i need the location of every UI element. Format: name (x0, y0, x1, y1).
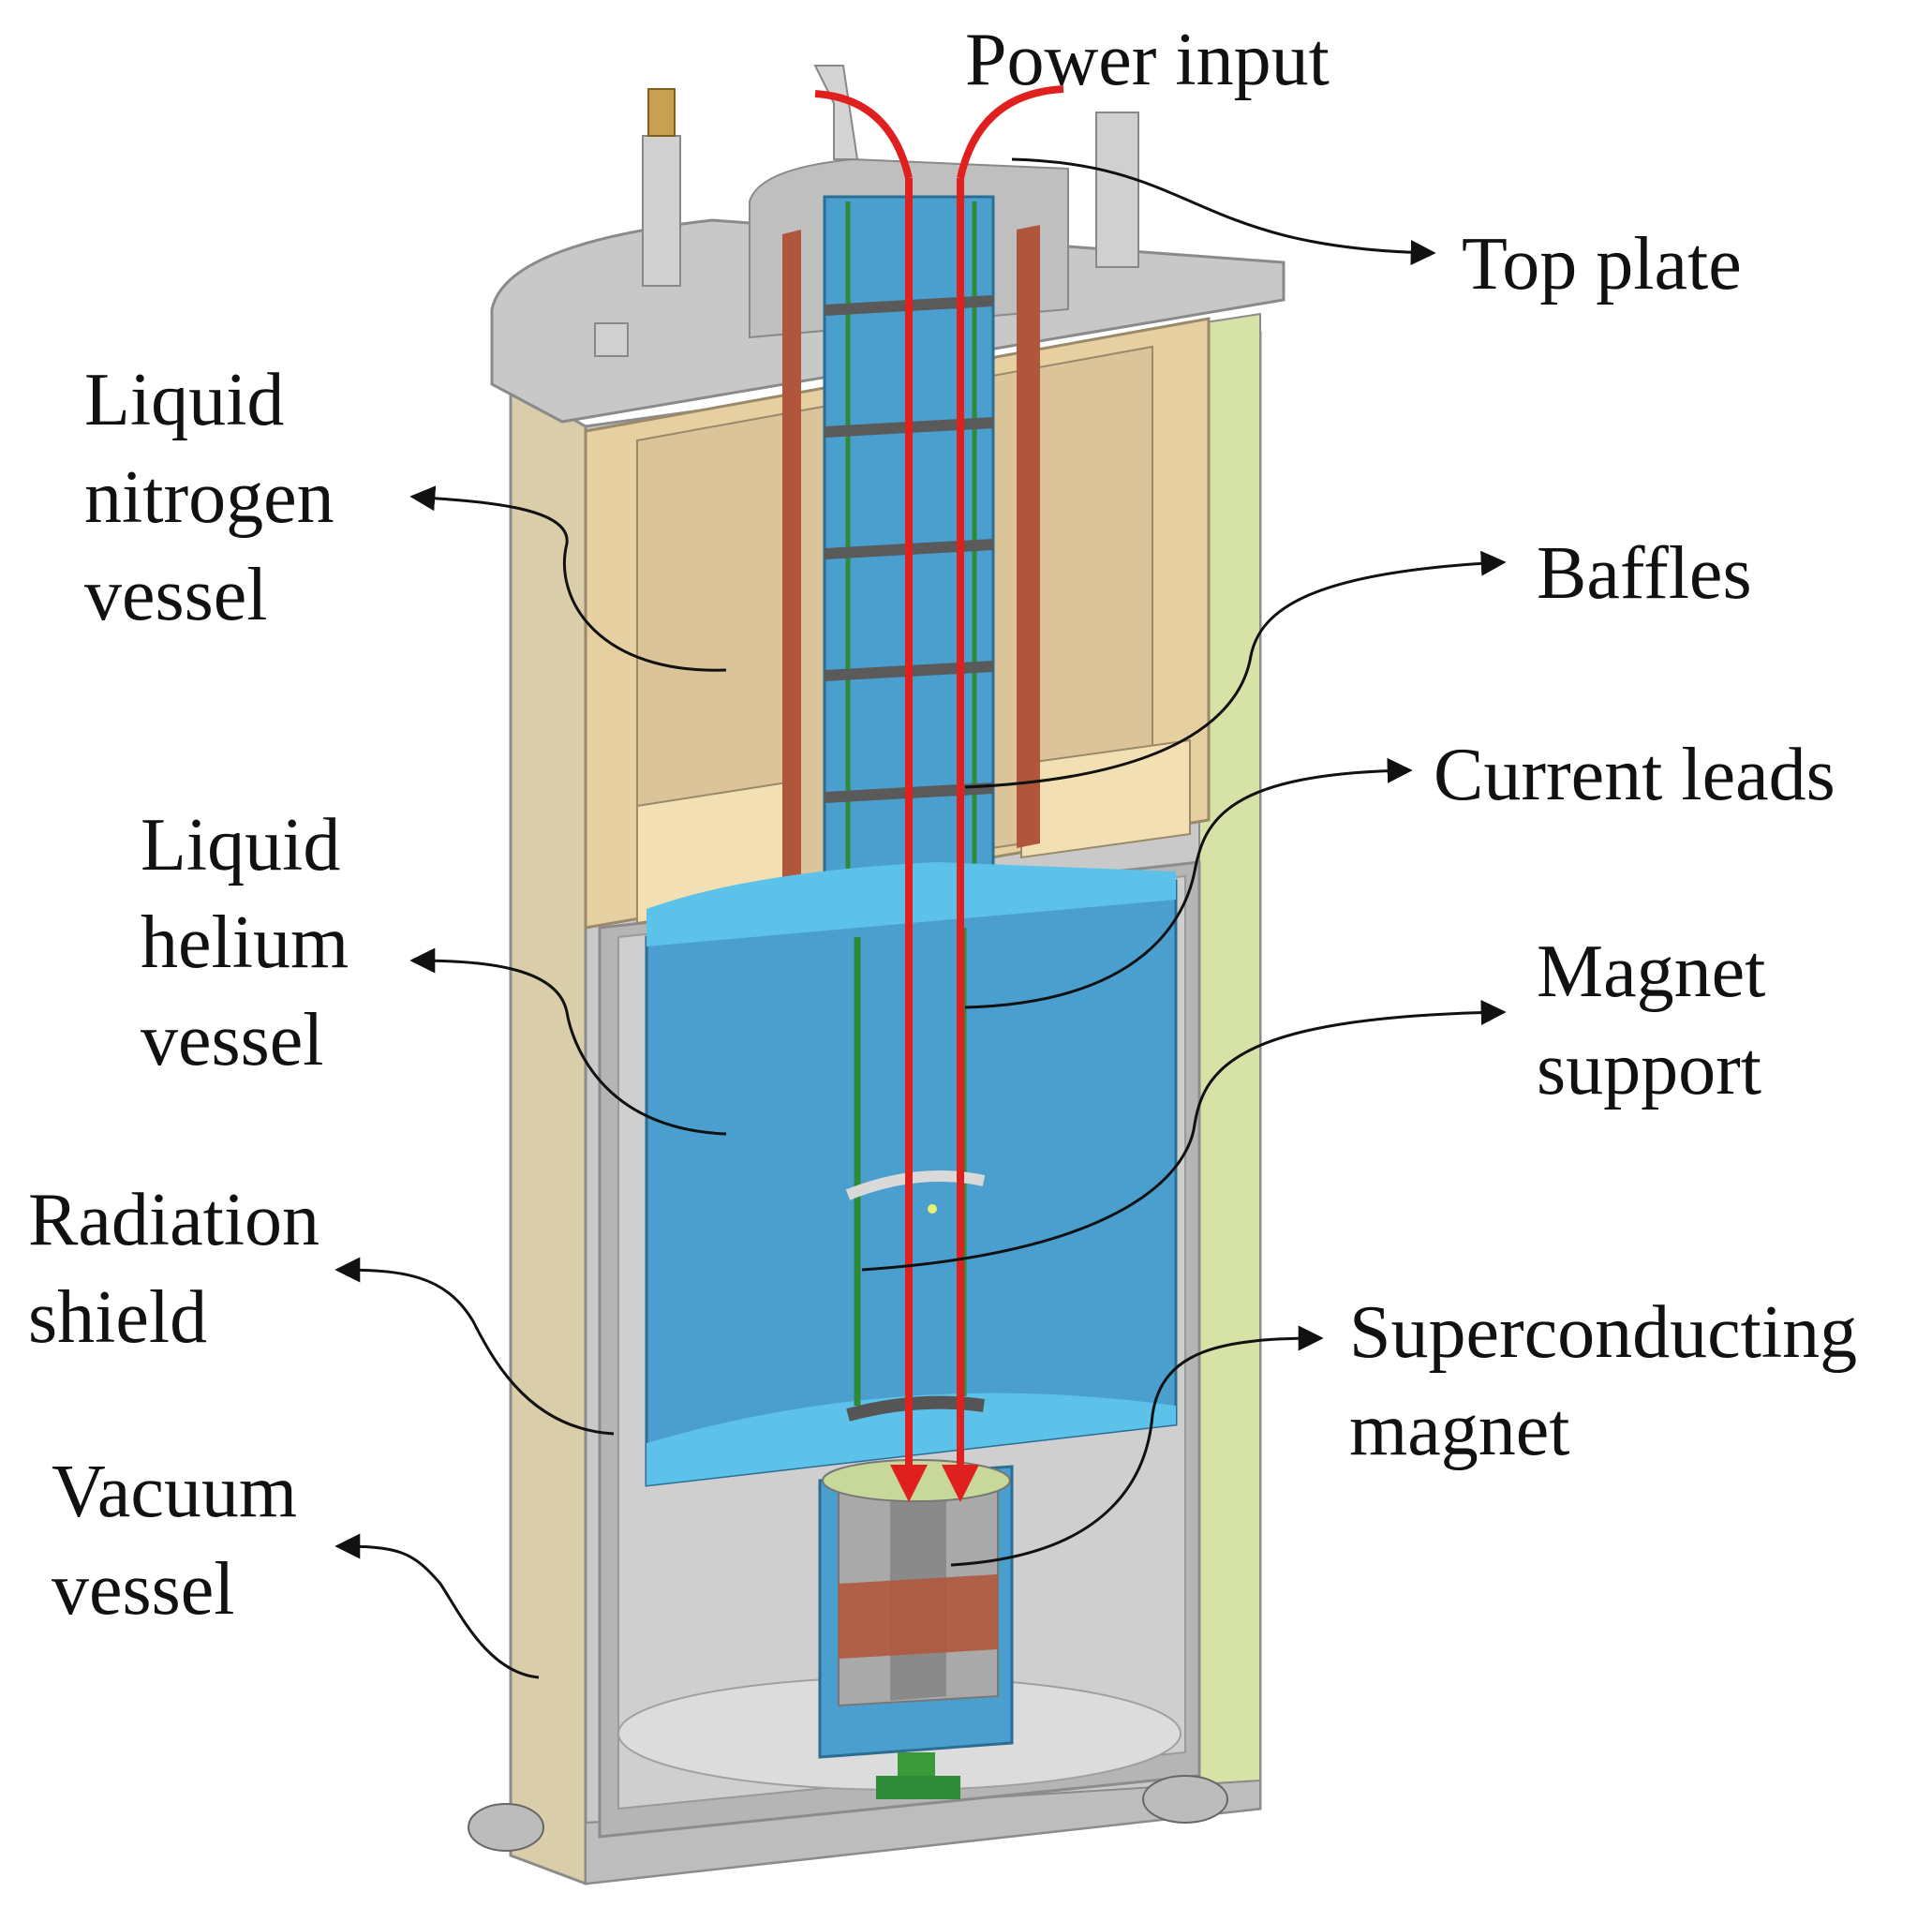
label-line: Power input (965, 19, 1330, 101)
pointer-helium-vessel (409, 947, 727, 1136)
pointer-magnet-support (861, 999, 1507, 1272)
label-radiation-shield: Radiation shield (28, 1171, 320, 1366)
label-line: Vacuum (52, 1451, 298, 1533)
casters (468, 1775, 1228, 1852)
pointer-vacuum-vessel (334, 1533, 540, 1679)
label-line: Liquid (84, 359, 285, 441)
label-line: magnet (1349, 1389, 1570, 1471)
label-line: Liquid (141, 804, 341, 886)
label-line: vessel (84, 554, 268, 636)
pointer-lines (334, 157, 1507, 1679)
pointer-radiation-shield (334, 1257, 615, 1436)
label-current-leads: Current leads (1434, 726, 1835, 824)
pointer-current-leads (964, 757, 1413, 1009)
label-line: Top plate (1462, 223, 1742, 305)
label-line: Radiation (28, 1179, 320, 1261)
label-top-plate: Top plate (1462, 216, 1742, 313)
label-superconducting-magnet: Superconducting magnet (1349, 1284, 1857, 1479)
label-magnet-support: Magnet support (1537, 923, 1765, 1118)
label-line: support (1537, 1028, 1761, 1110)
label-baffles: Baffles (1537, 525, 1752, 622)
label-line: Baffles (1537, 532, 1752, 615)
label-line: Current leads (1434, 734, 1835, 816)
pointer-nitrogen-vessel (409, 485, 727, 672)
pointer-superconducting-magnet (950, 1325, 1324, 1567)
label-liquid-helium-vessel: Liquid helium vessel (141, 797, 349, 1089)
label-line: Superconducting (1349, 1291, 1858, 1374)
label-power-input: Power input (965, 11, 1330, 109)
label-line: helium (141, 901, 349, 984)
pointer-baffles (964, 550, 1507, 789)
label-line: nitrogen (84, 456, 334, 539)
label-line: Magnet (1537, 931, 1766, 1013)
label-line: vessel (52, 1548, 235, 1631)
label-liquid-nitrogen-vessel: Liquid nitrogen vessel (84, 351, 334, 644)
superconducting-magnet-body (818, 1459, 1014, 1799)
label-line: shield (28, 1276, 208, 1359)
power-input-current-paths (814, 85, 1064, 1502)
label-vacuum-vessel: Vacuum vessel (52, 1443, 297, 1638)
label-line: vessel (141, 999, 324, 1081)
pointer-top-plate (1011, 157, 1436, 266)
